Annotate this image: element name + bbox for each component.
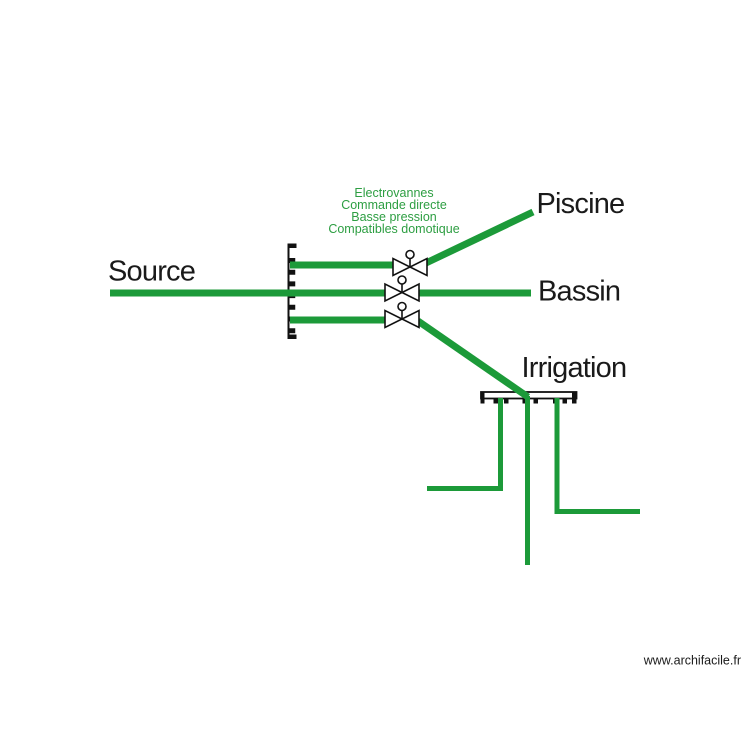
- manifold-tooth: [522, 398, 527, 404]
- valve-actuator: [397, 301, 407, 312]
- solenoid-valve-piscine: [392, 249, 428, 277]
- pipe-irrigation-drop-right: [554, 398, 640, 514]
- pipe-piscine-out: [424, 208, 535, 267]
- label-piscine: Piscine: [537, 188, 625, 220]
- valve-actuator: [397, 275, 407, 285]
- pipe-irrigation-out: [416, 318, 530, 400]
- solenoid-valve-irrigation: [384, 301, 420, 329]
- pipes: [110, 208, 640, 565]
- label-irrigation: Irrigation: [522, 352, 627, 384]
- manifold-tooth: [493, 398, 498, 404]
- manifold-tooth: [562, 398, 567, 404]
- manifold-cap-top: [288, 243, 297, 248]
- manifold-cap-bottom: [288, 334, 297, 339]
- watermark-text: www.archifacile.fr: [643, 654, 741, 668]
- manifold-cap-left: [480, 392, 485, 404]
- label-source: Source: [108, 256, 195, 288]
- annotation-line-3: Basse pression: [351, 210, 437, 224]
- valve-body-left: [384, 309, 404, 329]
- valve-body-right: [408, 257, 428, 277]
- label-bassin: Bassin: [538, 276, 620, 308]
- valve-body-right: [400, 282, 420, 303]
- manifold-tooth: [533, 398, 538, 404]
- valve-body-left: [392, 257, 412, 277]
- valve-actuator: [405, 249, 415, 260]
- annotation-line-2: Commande directe: [341, 198, 447, 212]
- annotation-line-1: Electrovannes: [354, 186, 433, 200]
- pipe-irrigation-drop-left: [427, 398, 503, 491]
- manifold-cap-right: [572, 392, 577, 404]
- annotation-line-4: Compatibles domotique: [328, 222, 459, 236]
- valve-body-left: [384, 282, 404, 303]
- valve-annotation: Electrovannes Commande directe Basse pre…: [328, 186, 459, 236]
- manifold-tooth: [504, 398, 509, 404]
- solenoid-valve-bassin: [384, 275, 420, 303]
- valve-body-right: [400, 309, 420, 329]
